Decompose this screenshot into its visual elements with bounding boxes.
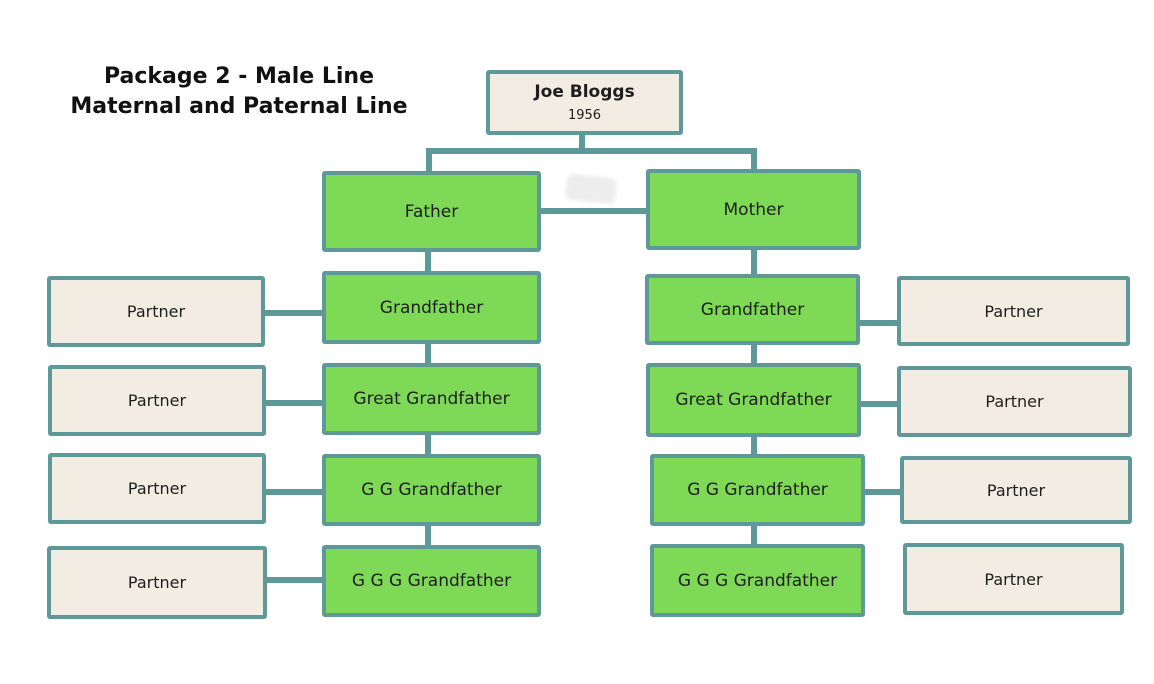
paternal-great-grandfather-box: Great Grandfather (322, 363, 541, 435)
root-person-box: Joe Bloggs 1956 (486, 70, 683, 135)
paternal-partner-1-box: Partner (47, 276, 265, 347)
root-name: Joe Bloggs (534, 82, 635, 102)
maternal-partner-2-box: Partner (897, 366, 1132, 437)
maternal-partner-3-box: Partner (900, 456, 1132, 524)
maternal-gg-grandfather-label: G G Grandfather (687, 480, 828, 500)
smudge-mark (564, 173, 618, 205)
mother-label: Mother (723, 199, 784, 220)
connector-right-partner-2 (858, 401, 900, 407)
maternal-partner-4-box: Partner (903, 543, 1124, 615)
father-label: Father (404, 201, 459, 222)
maternal-great-grandfather-box: Great Grandfather (646, 363, 861, 437)
maternal-partner-3-label: Partner (986, 480, 1046, 500)
maternal-gg-grandfather-box: G G Grandfather (650, 454, 865, 526)
paternal-partner-1-label: Partner (126, 302, 186, 321)
paternal-ggg-grandfather-label: G G G Grandfather (351, 571, 512, 591)
paternal-partner-3-label: Partner (127, 479, 187, 498)
connector-left-partner-4 (264, 577, 324, 583)
connector-father-mother (538, 208, 650, 214)
maternal-ggg-grandfather-box: G G G Grandfather (650, 544, 865, 617)
diagram-title: Package 2 - Male Line Maternal and Pater… (54, 62, 424, 122)
paternal-ggg-grandfather-box: G G G Grandfather (322, 545, 541, 617)
paternal-great-grandfather-label: Great Grandfather (353, 389, 510, 409)
maternal-grandfather-label: Grandfather (700, 299, 805, 320)
paternal-partner-2-label: Partner (127, 391, 187, 410)
maternal-partner-4-label: Partner (984, 569, 1043, 589)
connector-root-down (579, 132, 585, 152)
maternal-partner-1-label: Partner (984, 301, 1043, 321)
paternal-partner-4-box: Partner (47, 546, 267, 619)
maternal-partner-2-label: Partner (985, 392, 1044, 411)
maternal-grandfather-box: Grandfather (645, 274, 860, 345)
maternal-ggg-grandfather-label: G G G Grandfather (677, 570, 838, 591)
connector-right-partner-3 (861, 489, 902, 495)
mother-box: Mother (646, 169, 861, 250)
connector-left-partner-2 (263, 400, 324, 406)
title-line-2: Maternal and Paternal Line (70, 94, 408, 119)
paternal-gg-grandfather-label: G G Grandfather (361, 480, 502, 500)
maternal-great-grandfather-label: Great Grandfather (675, 390, 832, 410)
connector-bar-left-drop (426, 148, 432, 174)
root-year: 1956 (567, 108, 602, 123)
father-box: Father (322, 171, 541, 252)
maternal-partner-1-box: Partner (897, 276, 1130, 346)
connector-left-partner-1 (262, 310, 324, 316)
connector-left-partner-3 (263, 489, 324, 495)
connector-right-partner-1 (856, 320, 900, 326)
title-line-1: Package 2 - Male Line (104, 64, 374, 89)
paternal-partner-4-label: Partner (127, 573, 187, 592)
connector-bar-right-drop (751, 148, 757, 172)
paternal-partner-2-box: Partner (48, 365, 266, 436)
paternal-grandfather-box: Grandfather (322, 271, 541, 344)
paternal-gg-grandfather-box: G G Grandfather (322, 454, 541, 526)
connector-root-bar (426, 148, 757, 154)
paternal-grandfather-label: Grandfather (379, 297, 484, 318)
paternal-partner-3-box: Partner (48, 453, 266, 524)
